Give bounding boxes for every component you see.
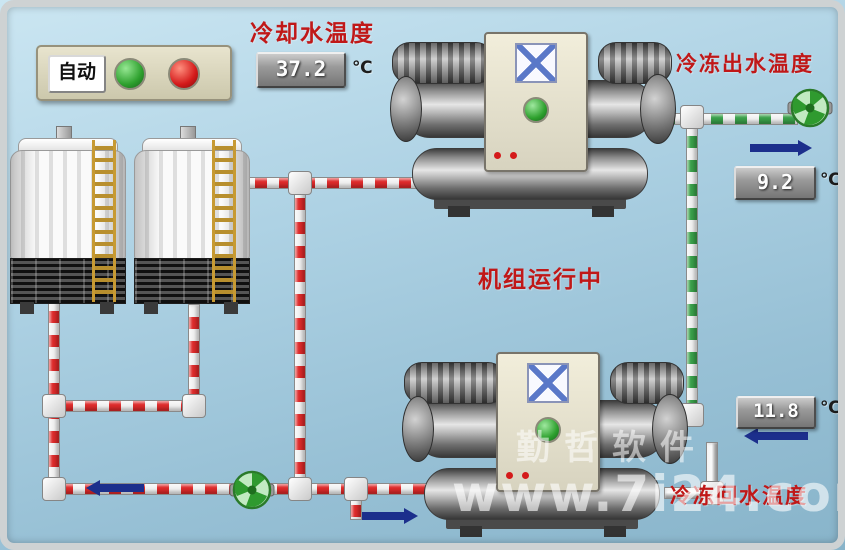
pipe-elbow-tower1 — [42, 394, 66, 418]
degree-unit: ℃ — [820, 398, 841, 418]
chiller-base — [446, 518, 638, 529]
chiller-foot — [448, 206, 470, 217]
chilled-outlet-temp-label: 冷冻出水温度 — [676, 52, 814, 76]
degree-unit: ℃ — [352, 58, 373, 78]
control-panel: 自动 — [36, 45, 232, 101]
chilled-outlet-temp-display: 9.2 — [734, 166, 816, 200]
chiller-1 — [390, 32, 676, 218]
stop-lamp-icon — [168, 58, 200, 90]
degree-unit: ℃ — [820, 170, 841, 190]
chilled-return-temp-display: 11.8 — [736, 396, 816, 429]
unit-running-status: 机组运行中 — [478, 267, 603, 293]
chiller-control-box — [496, 352, 600, 492]
flow-arrow-left-icon — [86, 480, 144, 496]
pipe-elbow-return — [700, 481, 724, 505]
indicator-dot — [522, 472, 529, 479]
tower-ladder — [92, 140, 116, 302]
chilled-return-temp-label: 冷冻回水温度 — [670, 484, 808, 508]
chiller-compressor-left — [404, 362, 506, 404]
chiller-control-box — [484, 32, 588, 172]
cooling-tower-2 — [132, 126, 250, 314]
run-lamp-icon — [114, 58, 146, 90]
tower-foot — [100, 302, 114, 314]
chiller-endcap-right — [652, 394, 688, 464]
indicator-dot — [510, 152, 517, 159]
flow-arrow-right-icon — [362, 508, 418, 524]
chiller-display-icon — [515, 43, 557, 83]
pipe-tee-top — [288, 171, 312, 195]
cooling-water-temp-display: 37.2 — [256, 52, 346, 88]
pipe-tee-bottom — [344, 477, 368, 501]
chiller-foot — [592, 206, 614, 217]
chiller-2 — [402, 352, 688, 538]
chiller-foot — [604, 526, 626, 537]
pump-icon-cooling — [229, 467, 275, 517]
tower-foot — [20, 302, 34, 314]
pipe-chilled-right-riser — [686, 123, 698, 421]
chiller-run-lamp — [535, 417, 561, 443]
cooling-tower-1 — [8, 126, 126, 314]
chiller-run-lamp — [523, 97, 549, 123]
auto-mode-button[interactable]: 自动 — [48, 55, 106, 93]
flow-arrow-right-icon — [750, 140, 812, 156]
pump-icon-chilled — [787, 85, 833, 135]
pipe-tee-chilled-top — [680, 105, 704, 129]
pipe-cooling-main-riser — [294, 185, 306, 495]
pipe-cooling-top — [242, 177, 418, 189]
chiller-endcap-left — [390, 76, 422, 142]
pipe-elbow-bottom-left — [42, 477, 66, 501]
tower-foot — [144, 302, 158, 314]
cooling-water-temp-label: 冷却水温度 — [250, 21, 375, 47]
pipe-tee-tower2 — [182, 394, 206, 418]
pipe-tower-cross — [48, 400, 200, 412]
chiller-base — [434, 198, 626, 209]
tower-ladder — [212, 140, 236, 302]
indicator-dot — [506, 472, 513, 479]
chiller-foot — [460, 526, 482, 537]
chiller-endcap-left — [402, 396, 434, 462]
tower-foot — [224, 302, 238, 314]
pipe-tee-riser-bottom — [288, 477, 312, 501]
flow-arrow-left-icon — [744, 428, 808, 444]
chiller-display-icon — [527, 363, 569, 403]
indicator-dot — [494, 152, 501, 159]
chiller-endcap-right — [640, 74, 676, 144]
